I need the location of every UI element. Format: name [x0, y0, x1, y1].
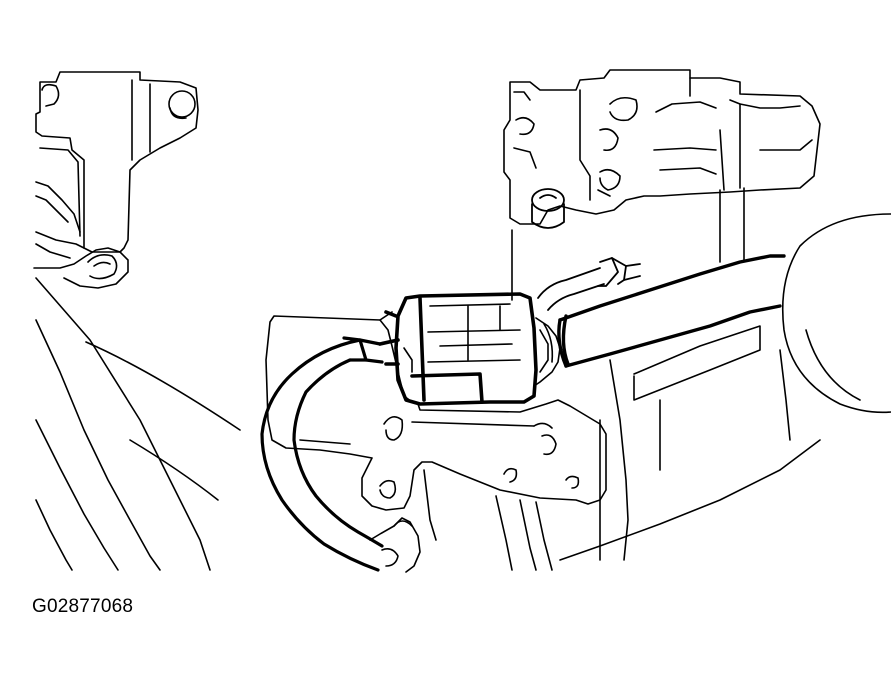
upper-right-housing — [504, 70, 820, 262]
pipe-fitting — [538, 258, 640, 310]
housing-bolt-icon — [532, 189, 564, 228]
left-body-contours — [36, 278, 240, 570]
mounting-bracket — [266, 316, 606, 540]
right-body-lines — [512, 230, 820, 560]
connector-body — [380, 294, 536, 404]
wiring-harness — [262, 338, 382, 570]
hose — [559, 256, 784, 366]
lower-fittings — [370, 496, 552, 572]
connector-details — [380, 304, 560, 386]
right-disc — [783, 214, 891, 412]
figure-id-label: G02877068 — [32, 596, 134, 617]
upper-left-bracket — [34, 72, 198, 288]
